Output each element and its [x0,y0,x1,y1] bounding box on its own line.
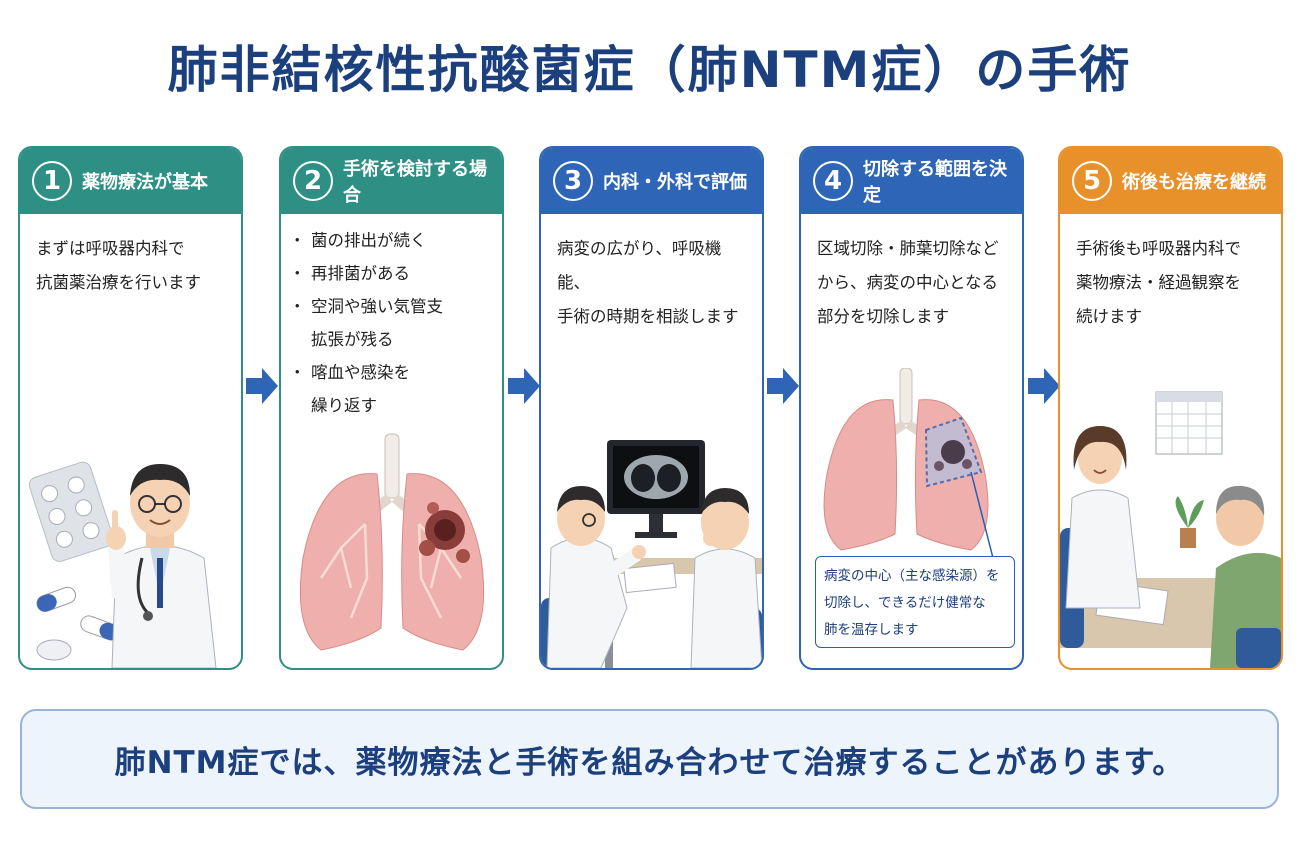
step-number-3: 3 [553,161,593,201]
arrow-right-icon [1028,368,1060,404]
arrow-right-icon [246,368,278,404]
arrow-right-icon [767,368,799,404]
step-line: 抗菌薬治療を行います [36,273,201,292]
summary-banner: 肺NTM症では、薬物療法と手術を組み合わせて治療することがあります。 [20,709,1279,809]
step-line: まずは呼吸器内科で [36,239,185,258]
lesion-note-callout: 病変の中心（主な感染源）を 切除し、できるだけ健常な 肺を温存します [815,556,1015,648]
step-line: 病変の広がり、呼吸機能、 [557,239,722,292]
follow-up-consultation-illustration [1060,391,1281,668]
step-line: 手術後も呼吸器内科で [1076,239,1241,258]
doctors-reviewing-ct-illustration [541,440,762,668]
step-header-3: 3 内科・外科で評価 [541,148,762,214]
step-description-4: 区域切除・肺葉切除など から、病変の中心となる 部分を切除します [801,214,1022,334]
step-card-3: 3 内科・外科で評価 病変の広がり、呼吸機能、 手術の時期を相談します [539,146,764,670]
step-heading-1: 薬物療法が基本 [82,172,208,193]
step-header-5: 5 術後も治療を継続 [1060,148,1281,214]
step-line: から、病変の中心となる [817,273,999,292]
step-description-3: 病変の広がり、呼吸機能、 手術の時期を相談します [541,214,762,334]
doctor-with-medicine-illustration [28,461,217,668]
lung-resection-illustration [823,368,994,558]
step-description-5: 手術後も呼吸器内科で 薬物療法・経過観察を 続けます [1060,214,1281,334]
step-card-5: 5 術後も治療を継続 手術後も呼吸器内科で 薬物療法・経過観察を 続けます [1058,146,1283,670]
list-item: 菌の排出が続く [289,224,492,257]
arrow-right-icon [508,368,540,404]
note-line: 病変の中心（主な感染源）を [824,568,1000,584]
step-header-4: 4 切除する範囲を決定 [801,148,1022,214]
step-line: 区域切除・肺葉切除など [817,239,999,258]
step-number-4: 4 [813,161,853,201]
lungs-with-lesion-illustration [299,433,485,651]
step-number-5: 5 [1072,161,1112,201]
step-heading-3: 内科・外科で評価 [603,172,747,193]
step-number-1: 1 [32,161,72,201]
step-line: 手術の時期を相談します [557,307,739,326]
step-line: 続けます [1076,307,1142,326]
step-description-1: まずは呼吸器内科で 抗菌薬治療を行います [20,214,241,300]
step-card-2: 2 手術を検討する場合 菌の排出が続く 再排菌がある 空洞や強い気管支拡張が残る… [279,146,504,670]
page-title: 肺非結核性抗酸菌症（肺NTM症）の手術 [167,41,1132,99]
step-line: 部分を切除します [817,307,949,326]
step-header-1: 1 薬物療法が基本 [20,148,241,214]
note-line: 切除し、できるだけ健常な [824,595,986,611]
step-card-4: 4 切除する範囲を決定 区域切除・肺葉切除など から、病変の中心となる 部分を切… [799,146,1024,670]
step-number-2: 2 [293,161,333,201]
list-item: 再排菌がある [289,257,492,290]
step-line: 薬物療法・経過観察を [1076,273,1241,292]
step-heading-5: 術後も治療を継続 [1122,172,1266,193]
step-heading-4: 切除する範囲を決定 [863,159,1007,206]
step-header-2: 2 手術を検討する場合 [281,148,502,214]
step-heading-2: 手術を検討する場合 [343,159,487,206]
note-line: 肺を温存します [824,622,919,638]
step-card-1: 1 薬物療法が基本 まずは呼吸器内科で 抗菌薬治療を行います [18,146,243,670]
